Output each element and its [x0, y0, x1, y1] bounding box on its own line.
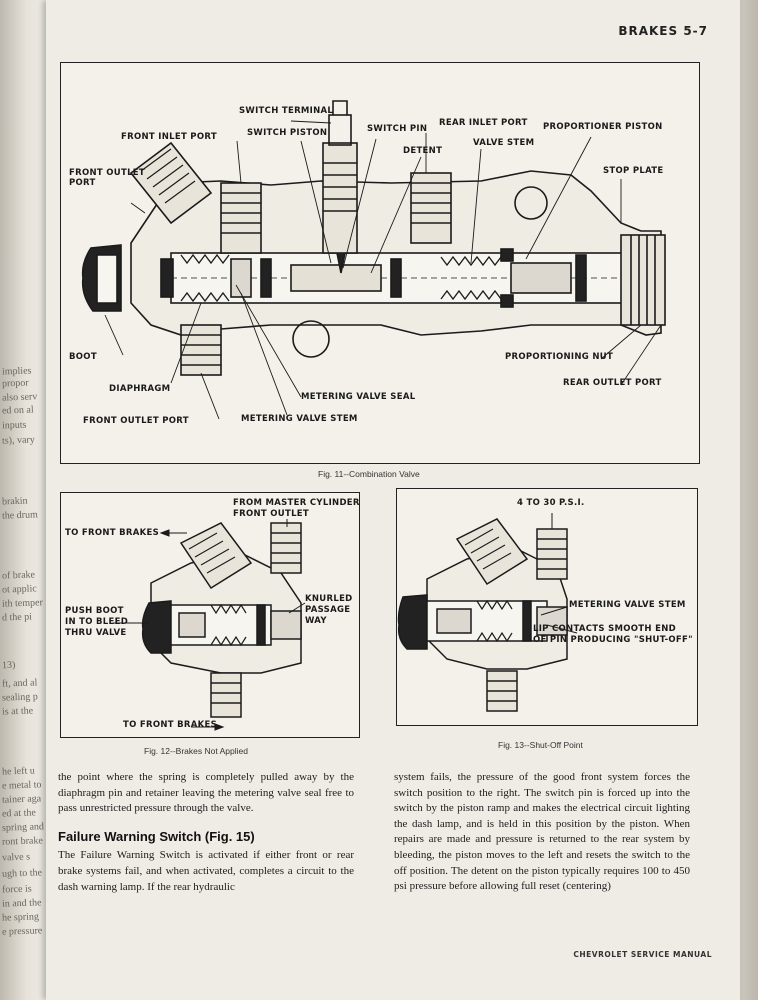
spine-fragment: ront brake [1, 835, 44, 848]
figure-brakes-not-applied: FROM MASTER CYLINDER FRONT OUTLET TO FRO… [60, 492, 360, 738]
label-front-outlet-port-bottom: FRONT OUTLET PORT [83, 416, 189, 426]
spine-fragment: ts), vary [1, 434, 35, 447]
spine-fragment: of brake [1, 569, 36, 582]
label-switch-piston: SWITCH PISTON [247, 128, 328, 138]
label-to-front-brakes-top: TO FRONT BRAKES [65, 528, 160, 538]
label-metering-valve-stem-13: METERING VALVE STEM [569, 600, 686, 610]
paragraph: the point where the spring is completely… [58, 771, 354, 815]
label-front-outlet: FRONT OUTLET [233, 509, 309, 519]
spine-fragment: ed on al [1, 404, 34, 417]
spine-fragment: ft, and al [1, 677, 38, 690]
label-lip-contacts-1: LIP CONTACTS SMOOTH END [533, 624, 676, 634]
label-psi-range: 4 TO 30 P.S.I. [517, 498, 585, 508]
label-boot: BOOT [69, 352, 97, 362]
spine-fragment: d the pi [1, 611, 33, 624]
shut-off-point-drawing [397, 513, 578, 712]
figure-12-caption: Fig. 12--Brakes Not Applied [144, 746, 248, 756]
figure-11-caption: Fig. 11--Combination Valve [318, 469, 420, 479]
figure-13-caption: Fig. 13--Shut-Off Point [498, 740, 583, 750]
spine-fragment: ith temper [1, 597, 44, 610]
label-push-boot-3: THRU VALVE [65, 628, 127, 638]
spine-fragment: tainer aga [1, 793, 42, 806]
label-detent: DETENT [403, 146, 443, 156]
label-metering-valve-seal: METERING VALVE SEAL [301, 392, 416, 402]
page-header: BRAKES 5-7 [618, 24, 708, 38]
label-push-boot-2: IN TO BLEED [65, 617, 129, 627]
text-column-right: system fails, the pressure of the good f… [394, 770, 690, 901]
paragraph: system fails, the pressure of the good f… [394, 771, 690, 893]
label-rear-inlet-port: REAR INLET PORT [439, 118, 528, 128]
label-valve-stem: VALVE STEM [473, 138, 535, 148]
label-front-outlet-port-top: FRONT OUTLET PORT [69, 168, 145, 188]
figure-combination-valve: SWITCH TERMINAL FRONT INLET PORT SWITCH … [60, 62, 700, 464]
page-stack-edge [738, 0, 758, 1000]
label-stop-plate: STOP PLATE [603, 166, 664, 176]
spine-fragment: sealing p [1, 691, 39, 704]
label-rear-outlet-port: REAR OUTLET PORT [563, 378, 662, 388]
page-footer: CHEVROLET SERVICE MANUAL [573, 950, 712, 959]
section-heading: Failure Warning Switch (Fig. 15) [58, 828, 255, 844]
label-lip-contacts-2: OF PIN PRODUCING "SHUT-OFF" [533, 635, 693, 645]
spine-fragment: propor [1, 377, 29, 390]
spine-fragment: ed at the [1, 807, 37, 820]
figure-shut-off-point: 4 TO 30 P.S.I. METERING VALVE STEM LIP C… [396, 488, 698, 726]
spine-fragment: brakin [1, 495, 28, 508]
spine-fragment: also serv [1, 391, 38, 404]
spine-fragment: implies [1, 365, 32, 378]
label-proportioning-nut: PROPORTIONING NUT [505, 352, 614, 362]
spine-fragment: e pressure [1, 925, 43, 938]
spine-fragment: inputs [1, 419, 27, 432]
paragraph: The Failure Warning Switch is activated … [58, 849, 354, 893]
label-to-front-brakes-bottom: TO FRONT BRAKES [123, 720, 218, 730]
spine-fragment: is at the [1, 705, 34, 718]
spine-fragment: valve s [1, 851, 31, 864]
combination-valve-drawing [81, 100, 666, 420]
spine-fragment: ugh to the [1, 867, 43, 880]
label-from-master-cylinder: FROM MASTER CYLINDER [233, 498, 360, 508]
spine-fragment: he spring [1, 911, 40, 924]
spine-fragment: e metal to [1, 779, 42, 792]
label-proportioner-piston: PROPORTIONER PISTON [543, 122, 663, 132]
spine-fragment: ot applic [1, 583, 37, 596]
label-switch-pin: SWITCH PIN [367, 124, 428, 134]
spine-fragment: in and the [1, 897, 42, 910]
text-column-left: the point where the spring is completely… [58, 770, 354, 901]
label-passage: PASSAGE [305, 605, 351, 615]
label-push-boot-1: PUSH BOOT [65, 606, 124, 616]
label-front-inlet-port: FRONT INLET PORT [121, 132, 217, 142]
spine-fragment: 13) [1, 659, 16, 672]
label-way: WAY [305, 616, 327, 626]
previous-page-edge: implies propor also serv ed on al inputs… [0, 0, 48, 1000]
spine-fragment: force is [1, 883, 32, 896]
label-knurled: KNURLED [305, 594, 353, 604]
label-diaphragm: DIAPHRAGM [109, 384, 171, 394]
manual-page: BRAKES 5-7 [46, 0, 740, 1000]
spine-fragment: he left u [1, 765, 35, 778]
brakes-not-applied-drawing [113, 519, 306, 731]
label-metering-valve-stem: METERING VALVE STEM [241, 414, 358, 424]
label-switch-terminal: SWITCH TERMINAL [239, 106, 334, 116]
spine-fragment: spring and [1, 821, 45, 834]
spine-fragment: the drum [1, 509, 39, 522]
